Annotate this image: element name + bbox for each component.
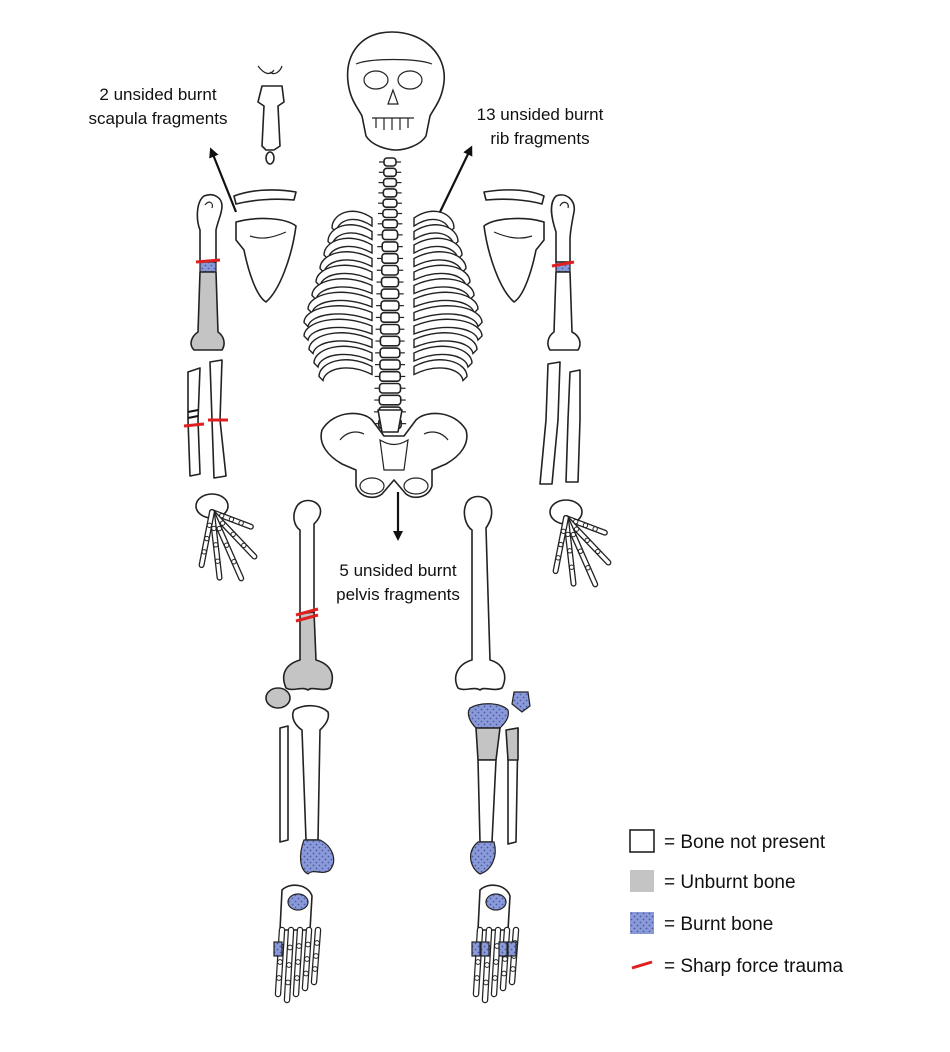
vertebra — [380, 311, 400, 324]
legend-item-trauma: = Sharp force trauma — [631, 956, 843, 977]
rib — [307, 291, 373, 315]
ribcage-right — [413, 210, 483, 382]
rib — [308, 332, 373, 355]
rib — [413, 305, 483, 328]
legend-item-not-present: = Bone not present — [629, 829, 826, 853]
arrow-scapula — [209, 147, 238, 213]
vertebra — [379, 347, 401, 359]
rib — [413, 318, 483, 342]
sternum — [257, 65, 285, 165]
metatarsal-burnt — [471, 941, 481, 957]
metatarsal-burnt — [480, 941, 490, 957]
arrow-rib — [439, 145, 473, 213]
vertebra — [381, 252, 399, 264]
vertebra — [380, 276, 400, 288]
vertebra — [379, 323, 401, 335]
vertebra — [380, 300, 400, 312]
foot-left — [273, 884, 322, 1004]
legend-swatch-unburnt — [630, 870, 654, 892]
shoulder-right — [483, 189, 545, 303]
rib-label-line1: 13 unsided burnt — [477, 105, 604, 124]
rib — [413, 291, 479, 315]
vertebra — [381, 219, 399, 229]
pelvis-label-line2: pelvis fragments — [336, 585, 460, 604]
femur-left — [282, 499, 334, 691]
vertebra — [379, 335, 401, 347]
forearm-left — [183, 359, 228, 479]
forearm-right — [539, 361, 581, 485]
vertebra — [382, 177, 398, 188]
vertebra — [381, 229, 399, 241]
rib — [313, 345, 373, 369]
ribcage-left — [303, 210, 373, 382]
legend-item-unburnt: = Unburnt bone — [630, 870, 796, 893]
talus-burnt — [485, 893, 507, 911]
sacrum — [377, 409, 403, 433]
rib — [413, 251, 467, 274]
legend-swatch-trauma — [631, 960, 653, 970]
legend: = Bone not present = Unburnt bone = Burn… — [629, 829, 843, 977]
vertebra — [383, 157, 397, 167]
legend-label-burnt: = Burnt bone — [664, 914, 773, 935]
rib — [413, 359, 468, 382]
pelvis — [320, 412, 468, 499]
skull — [346, 31, 445, 151]
rib — [303, 318, 373, 342]
vertebra — [382, 198, 398, 208]
legend-swatch-burnt — [630, 912, 654, 934]
vertebra — [382, 167, 398, 178]
humerus-right — [547, 194, 581, 351]
foot-right — [471, 884, 520, 1004]
rib — [318, 359, 373, 382]
legend-label-trauma: = Sharp force trauma — [664, 956, 843, 977]
metatarsal-burnt — [273, 941, 283, 957]
patella-left — [265, 687, 291, 709]
vertebra — [378, 370, 402, 383]
hand-right — [549, 499, 612, 588]
vertebra — [378, 382, 402, 394]
annotation-scapula: 2 unsided burnt scapula fragments — [89, 85, 238, 213]
vertebra — [378, 394, 402, 406]
tibia-left — [279, 704, 335, 875]
vertebra — [381, 241, 399, 253]
rib — [319, 251, 373, 274]
rib-label-line2: rib fragments — [490, 129, 589, 148]
scapula-label-line2: scapula fragments — [89, 109, 228, 128]
legend-swatch-not-present — [629, 829, 655, 853]
humerus-left — [190, 193, 225, 351]
spine — [373, 157, 407, 433]
annotation-rib: 13 unsided burnt rib fragments — [439, 105, 604, 213]
vertebra — [382, 188, 398, 198]
talus-burnt — [287, 893, 309, 911]
patella-right — [511, 691, 531, 713]
legend-item-burnt: = Burnt bone — [630, 912, 773, 935]
shoulder-left — [233, 189, 297, 303]
legend-label-unburnt: = Unburnt bone — [664, 872, 796, 893]
rib — [413, 332, 478, 355]
femur-right — [454, 495, 506, 691]
vertebra — [382, 208, 398, 219]
metatarsal-burnt — [507, 941, 517, 957]
annotation-pelvis: 5 unsided burnt pelvis fragments — [336, 492, 460, 604]
metatarsal-burnt — [498, 941, 508, 957]
legend-label-not-present: = Bone not present — [664, 832, 826, 853]
pelvis-label-line1: 5 unsided burnt — [339, 561, 456, 580]
vertebra — [380, 264, 400, 276]
vertebra — [379, 359, 401, 371]
scapula-label-line1: 2 unsided burnt — [99, 85, 216, 104]
tibia-right — [467, 703, 519, 875]
rib — [413, 345, 473, 369]
rib — [303, 305, 373, 328]
vertebra — [380, 288, 400, 300]
hand-left — [195, 493, 258, 582]
